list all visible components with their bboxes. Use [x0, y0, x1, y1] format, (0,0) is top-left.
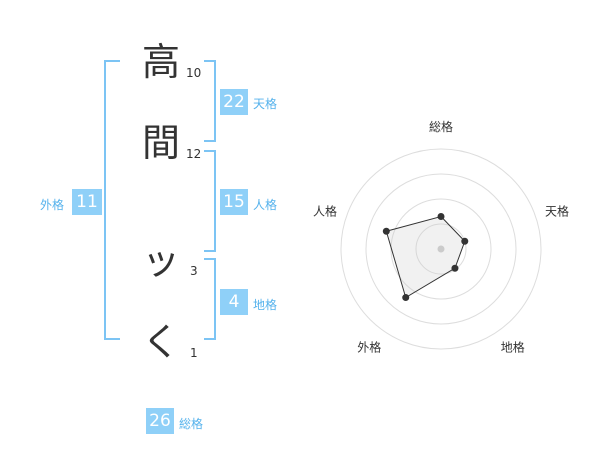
stroke-count-3: 3 — [190, 264, 198, 278]
soukaku-label: 総格 — [179, 417, 204, 431]
radar-point-2 — [461, 237, 469, 245]
chikaku-value: 4 — [220, 289, 248, 315]
jinkaku-bracket — [204, 150, 216, 252]
tenkaku-bracket — [204, 60, 216, 142]
tenkaku-label: 天格 — [253, 97, 278, 111]
radar-axis-label-5: 人格 — [313, 203, 337, 218]
tenkaku-value: 22 — [220, 89, 248, 115]
name-char-4: く — [141, 320, 180, 364]
chikaku-label: 地格 — [253, 298, 278, 312]
chikaku-bracket — [204, 258, 216, 340]
radar-polygon — [385, 215, 466, 299]
soukaku-value: 26 — [146, 408, 174, 434]
radar-point-4 — [402, 294, 410, 302]
name-char-3: ッ — [141, 239, 180, 283]
radar-axis-label-2: 天格 — [545, 203, 569, 218]
radar-axis-label-3: 地格 — [501, 340, 525, 355]
name-char-1: 高 — [141, 40, 180, 84]
radar-point-1 — [437, 213, 445, 220]
stroke-count-1: 10 — [186, 66, 202, 80]
stroke-count-4: 1 — [190, 346, 198, 360]
stroke-count-2: 12 — [186, 147, 202, 161]
radar-axis-label-1: 総格 — [429, 119, 453, 134]
jinkaku-label: 人格 — [253, 198, 278, 212]
radar-center-dot — [437, 245, 445, 253]
gaikaku-value: 11 — [72, 189, 102, 215]
radar-ring — [340, 148, 542, 350]
jinkaku-value: 15 — [220, 189, 248, 215]
radar-point-5 — [382, 227, 390, 235]
radar-ring — [415, 223, 467, 275]
gaikaku-bracket — [104, 60, 120, 340]
radar-axis-label-4: 外格 — [357, 340, 381, 355]
gaikaku-label: 外格 — [40, 198, 65, 212]
radar-point-3 — [451, 264, 459, 272]
name-char-2: 間 — [141, 121, 180, 165]
radar-ring — [365, 173, 517, 325]
